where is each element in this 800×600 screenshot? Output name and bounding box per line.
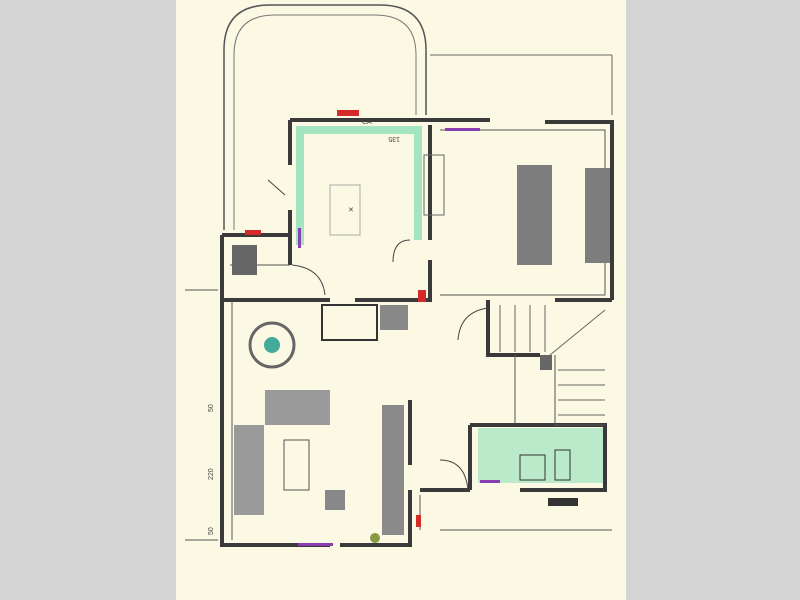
staircase xyxy=(499,305,606,416)
room-center-marker: ✕ xyxy=(348,207,354,214)
doors xyxy=(267,179,489,491)
room-table xyxy=(329,184,361,236)
highlighted-wall xyxy=(296,126,422,245)
walls xyxy=(220,118,614,547)
dimension-left-3: 50 xyxy=(208,527,215,535)
terrace-arc-inner xyxy=(233,14,417,230)
ca-label: CA xyxy=(362,119,372,126)
dimension-left-1: 50 xyxy=(208,404,215,412)
terrace-arc xyxy=(223,4,427,230)
dimension-top: 135 xyxy=(388,135,400,142)
dimension-left-2: 220 xyxy=(208,468,215,480)
furniture xyxy=(232,154,610,535)
markers xyxy=(245,110,578,546)
